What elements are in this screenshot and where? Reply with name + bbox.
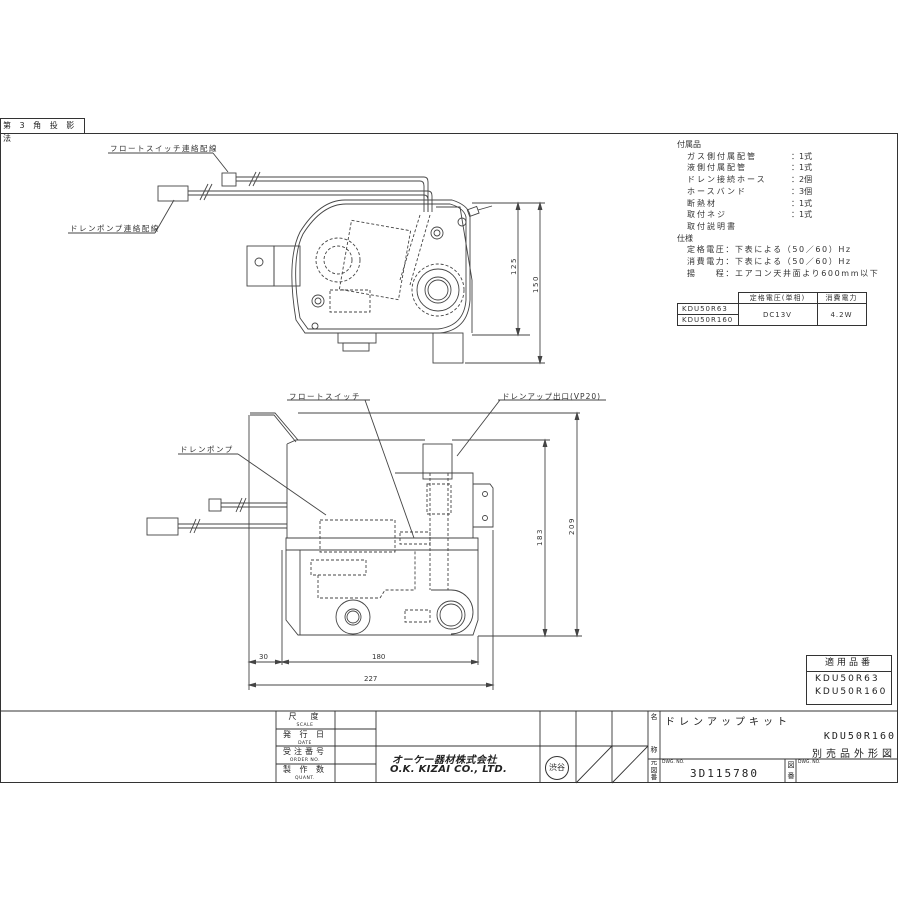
dim-150: 150 <box>531 275 540 293</box>
spec-table: 定格電圧(単相) 消費電力 KDU50R63 DC13V 4.2W KDU50R… <box>677 292 867 326</box>
accessory-name: ガス側付属配管 <box>687 151 757 161</box>
accessory-name: 液側付属配管 <box>687 163 747 173</box>
product-name: ドレンアップキット <box>665 717 791 728</box>
power-cell: 4.2W <box>816 303 867 326</box>
accessory-name: 取付説明書 <box>687 221 737 231</box>
drain-outlet-label: ドレンアップ出口(VP20) <box>502 392 602 401</box>
drain-pump-label: ドレンポンプ <box>180 445 234 454</box>
accessory-name: ドレン接続ホース <box>687 175 767 185</box>
accessory-name: ホースバンド <box>687 186 747 196</box>
accessory-name: 取付ネジ <box>687 210 727 220</box>
applicable-models-box: 適用品番 KDU50R63 KDU50R160 <box>806 655 892 705</box>
dim-227: 227 <box>364 675 378 683</box>
fig-dwg-no-label: DWG. NO. <box>798 760 821 765</box>
accessory-qty: ：1式 <box>791 210 813 220</box>
float-switch-wire-label: フロートスイッチ連絡配線 <box>110 144 218 153</box>
float-switch-label: フロートスイッチ <box>289 392 361 401</box>
spec-line: 定格電圧：下表による（50／60）Hz <box>687 245 852 255</box>
drawing-number: 3D115780 <box>690 767 759 780</box>
accessory-name: 断熱材 <box>687 198 717 208</box>
accessory-qty: ：1式 <box>791 163 813 173</box>
dim-209: 209 <box>567 517 576 535</box>
company-name-en: O.K. KIZAI CO., LTD. <box>390 764 508 775</box>
spec-line: 揚 程：エアコン天井面より600mm以下 <box>687 268 880 278</box>
spec-title: 仕様 <box>677 233 693 243</box>
projection-label: 第 3 角 投 影 法 <box>0 118 85 143</box>
model-cell: KDU50R160 <box>677 314 739 326</box>
product-model: KDU50R160 <box>823 731 896 742</box>
accessory-qty: ：2個 <box>791 175 813 185</box>
approval-stamp: 渋谷 <box>545 756 569 780</box>
spec-line: 消費電力：下表による（50／60）Hz <box>687 257 852 267</box>
name-char-1: 名 <box>650 713 658 721</box>
drawing-number-label: 図番 <box>787 761 795 780</box>
dwg-no-label: DWG. NO. <box>662 760 685 765</box>
applicable-model: KDU50R160 <box>815 687 888 697</box>
accessory-qty: ：1式 <box>791 151 813 161</box>
drawing-frame <box>0 133 898 783</box>
drawing-type: 別売品外形図 <box>812 749 896 760</box>
model-cell: KDU50R63 <box>677 303 739 315</box>
company-name-jp: オーケー器材株式会社 <box>392 755 497 766</box>
notes-block: 付属品 ガス側付属配管 ：1式 液側付属配管 ：1式 ドレン接続ホース ：2個 ホース… <box>677 139 879 279</box>
applicable-model: KDU50R63 <box>815 674 880 684</box>
dim-30: 30 <box>259 653 268 661</box>
accessories-title: 付属品 <box>677 140 701 149</box>
front-view <box>146 399 606 690</box>
accessory-qty: ：1式 <box>791 198 813 208</box>
dim-125: 125 <box>509 257 518 275</box>
drain-pump-wire-label: ドレンポンプ連絡配線 <box>70 224 160 233</box>
header-voltage: 定格電圧(単相) <box>737 292 818 304</box>
top-view <box>68 152 545 365</box>
orig-drawing-label: 元図番 <box>650 758 658 781</box>
applicable-header: 適用品番 <box>807 656 891 672</box>
header-power: 消費電力 <box>816 292 867 304</box>
voltage-cell: DC13V <box>737 303 818 326</box>
dim-183: 183 <box>535 528 544 546</box>
accessory-qty: ：3個 <box>791 186 813 196</box>
title-block-lines <box>0 710 898 784</box>
name-char-2: 称 <box>650 746 658 754</box>
dim-180: 180 <box>372 653 386 661</box>
